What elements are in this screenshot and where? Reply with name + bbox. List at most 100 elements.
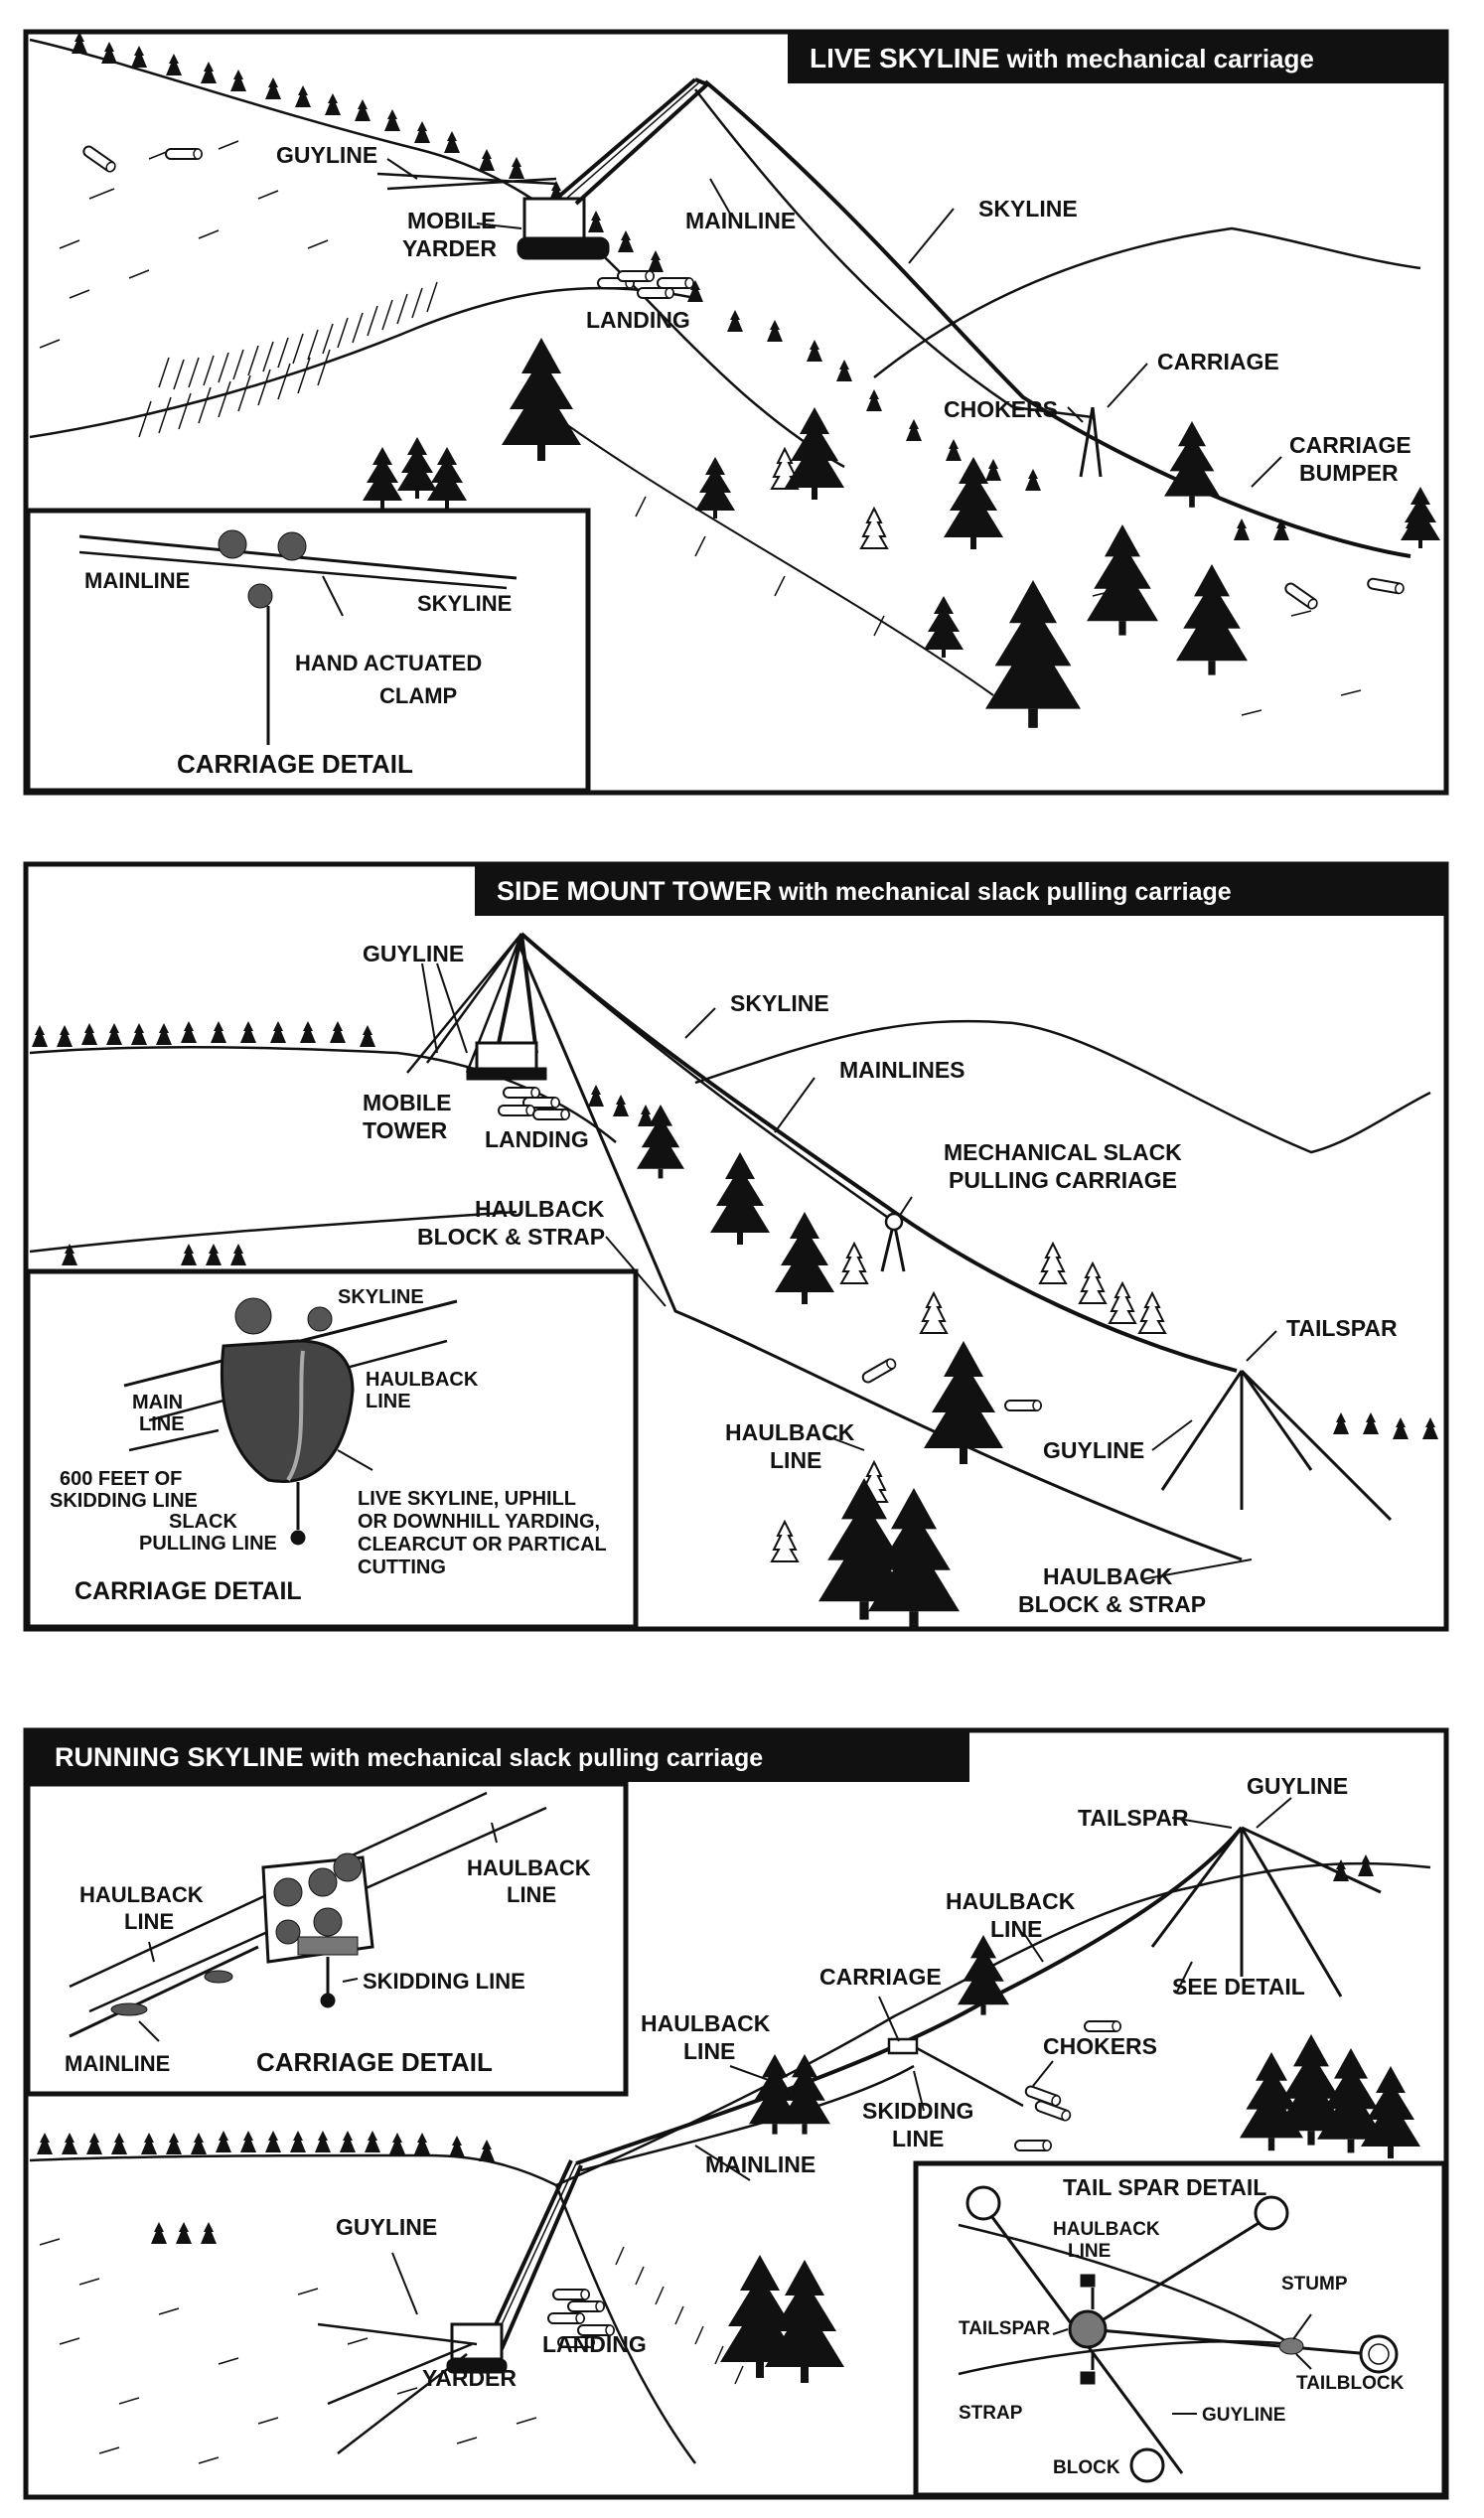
- p3-tail-block: BLOCK: [1053, 2457, 1120, 2478]
- p3-tail-guyline: GUYLINE: [1202, 2405, 1285, 2426]
- p2-haulback-block-bottom-1: HAULBACK: [1043, 1563, 1173, 1589]
- p2-detail-skyline: SKYLINE: [338, 1286, 424, 1308]
- p2-haulback-block-top-2: BLOCK & STRAP: [417, 1224, 605, 1250]
- p1-skyline-label: SKYLINE: [978, 196, 1078, 222]
- p2-detail-note-2: OR DOWNHILL YARDING,: [358, 1511, 600, 1533]
- p1-bumper-label-1: CARRIAGE: [1289, 432, 1411, 458]
- panel1-leaders: [386, 158, 1282, 488]
- p3-tail-haulback-2: LINE: [1068, 2241, 1111, 2262]
- panel2-tower: [406, 933, 547, 1081]
- p3-tail-stump: STUMP: [1281, 2274, 1348, 2295]
- p2-mobile-label-2: TOWER: [363, 1117, 448, 1143]
- p1-chokers-label: CHOKERS: [944, 396, 1058, 422]
- panel1-title-bar: [788, 34, 1444, 83]
- p3-guyline-left-label: GUYLINE: [336, 2214, 437, 2240]
- p3-mainline-label: MAINLINE: [705, 2151, 816, 2177]
- p1-mainline-label: MAINLINE: [685, 208, 796, 233]
- p3-tail-haulback-1: HAULBACK: [1053, 2219, 1160, 2240]
- p2-detail-skidding-1: 600 FEET OF: [60, 1468, 182, 1490]
- p3-tailspar-label: TAILSPAR: [1078, 1805, 1189, 1831]
- p3-haulback-left-1: HAULBACK: [641, 2010, 771, 2036]
- p3-haulback-right-2: LINE: [990, 1916, 1042, 1942]
- panel1-title: LIVE SKYLINE with mechanical carriage: [810, 43, 1314, 74]
- p2-haulback-line-1: HAULBACK: [725, 1419, 855, 1445]
- p3-skidding-1: SKIDDING: [862, 2098, 973, 2124]
- p1-detail-skyline: SKYLINE: [417, 591, 512, 616]
- panel2-leaders: [421, 963, 1277, 1580]
- p3-landing-label: LANDING: [542, 2331, 647, 2357]
- panel3-lines: [575, 1826, 1382, 2172]
- p2-detail-haulback-1: HAULBACK: [366, 1369, 479, 1391]
- p2-guyline-right-label: GUYLINE: [1043, 1437, 1144, 1463]
- panel2-carriage-detail: SKYLINE MAIN LINE HAULBACK LINE 600 FEET…: [25, 1268, 639, 1630]
- panel3-carriage-detail: HAULBACK LINE HAULBACK LINE SKIDDING LIN…: [25, 1781, 629, 2097]
- p2-haulback-line-2: LINE: [770, 1447, 821, 1473]
- p2-detail-note-1: LIVE SKYLINE, UPHILL: [358, 1488, 576, 1510]
- p3-guyline-top-label: GUYLINE: [1247, 1773, 1348, 1799]
- panel2-title-bar: [475, 866, 1444, 916]
- p1-carriage-label: CARRIAGE: [1157, 349, 1279, 374]
- p2-detail-main-2: LINE: [139, 1413, 185, 1435]
- panel3-title: RUNNING SKYLINE with mechanical slack pu…: [55, 1742, 763, 1772]
- p2-detail-slack-1: SLACK: [169, 1511, 237, 1533]
- p3-tail-tailblock: TAILBLOCK: [1296, 2373, 1405, 2394]
- p2-slack-carriage-label-1: MECHANICAL SLACK: [944, 1139, 1182, 1165]
- p1-guyline-label: GUYLINE: [276, 142, 377, 168]
- p1-detail-clamp-1: HAND ACTUATED: [295, 651, 482, 675]
- p3-tail-title: TAIL SPAR DETAIL: [1063, 2174, 1266, 2200]
- p2-landing-label: LANDING: [485, 1126, 589, 1152]
- panel3-hatching: [39, 2238, 744, 2464]
- p1-detail-title: CARRIAGE DETAIL: [177, 749, 413, 779]
- p3-detail-skidding: SKIDDING LINE: [363, 1969, 525, 1994]
- p2-haulback-block-bottom-2: BLOCK & STRAP: [1018, 1591, 1206, 1617]
- p2-detail-haulback-2: LINE: [366, 1391, 411, 1412]
- p3-detail-haulback-right-1: HAULBACK: [467, 1855, 591, 1880]
- p2-detail-note-3: CLEARCUT OR PARTICAL: [358, 1534, 607, 1555]
- p3-detail-haulback-right-2: LINE: [507, 1882, 556, 1907]
- panel1-hatching: [39, 140, 1362, 716]
- panel-live-skyline: LIVE SKYLINE with mechanical carriage: [23, 29, 1449, 796]
- p2-mobile-label-1: MOBILE: [363, 1090, 451, 1115]
- p2-detail-title: CARRIAGE DETAIL: [74, 1577, 302, 1605]
- panel3-leaders: [391, 1797, 1292, 2315]
- panel-running-skyline: RUNNING SKYLINE with mechanical slack pu…: [23, 1727, 1449, 2500]
- p2-guyline-label: GUYLINE: [363, 941, 464, 966]
- p1-mobile-label-2: YARDER: [402, 235, 497, 261]
- p1-detail-clamp-2: CLAMP: [379, 683, 457, 708]
- p2-slack-carriage-label-2: PULLING CARRIAGE: [949, 1167, 1177, 1193]
- panel3-title-bar: [28, 1732, 969, 1782]
- panel1-carriage-detail: MAINLINE SKYLINE HAND ACTUATED CLAMP CAR…: [25, 508, 591, 794]
- p2-haulback-block-top-1: HAULBACK: [475, 1196, 605, 1222]
- p3-detail-title: CARRIAGE DETAIL: [256, 2047, 493, 2077]
- p3-detail-haulback-left-2: LINE: [124, 1909, 174, 1934]
- p3-detail-haulback-left-1: HAULBACK: [79, 1882, 204, 1907]
- p1-mobile-label-1: MOBILE: [407, 208, 496, 233]
- panel3-yarder: [317, 2159, 583, 2454]
- p3-yarder-label: YARDER: [422, 2365, 517, 2391]
- p2-detail-slack-2: PULLING LINE: [139, 1533, 277, 1555]
- panel-side-mount-tower: SIDE MOUNT TOWER with mechanical slack p…: [23, 861, 1449, 1632]
- p2-tailspar-label: TAILSPAR: [1286, 1315, 1398, 1341]
- panel3-terrain: [29, 1861, 1431, 2464]
- panel3-tail-spar-detail: TAIL SPAR DETAIL HAULBACK LINE STUMP TAI…: [913, 2160, 1447, 2498]
- panel1-lines: [694, 79, 1411, 558]
- p3-tail-strap: STRAP: [959, 2403, 1023, 2424]
- p2-skyline-label: SKYLINE: [730, 990, 829, 1016]
- panel1-terrain: [29, 38, 1421, 696]
- p2-detail-skidding-2: SKIDDING LINE: [50, 1490, 198, 1512]
- p2-detail-note-4: CUTTING: [358, 1556, 446, 1578]
- p3-chokers-label: CHOKERS: [1043, 2033, 1157, 2059]
- p3-tail-tailspar: TAILSPAR: [959, 2318, 1050, 2339]
- p1-bumper-label-2: BUMPER: [1299, 460, 1399, 486]
- p3-see-detail-label: SEE DETAIL: [1172, 1974, 1305, 2000]
- panel2-title: SIDE MOUNT TOWER with mechanical slack p…: [497, 876, 1232, 906]
- panel2-lines: [515, 932, 1393, 1561]
- p1-landing-label: LANDING: [586, 307, 690, 333]
- p3-detail-mainline: MAINLINE: [65, 2051, 170, 2076]
- p3-haulback-left-2: LINE: [683, 2038, 735, 2064]
- p2-detail-main-1: MAIN: [132, 1392, 183, 1413]
- p3-skidding-2: LINE: [892, 2126, 944, 2151]
- p1-detail-mainline: MAINLINE: [84, 568, 190, 593]
- p3-carriage-label: CARRIAGE: [819, 1964, 942, 1990]
